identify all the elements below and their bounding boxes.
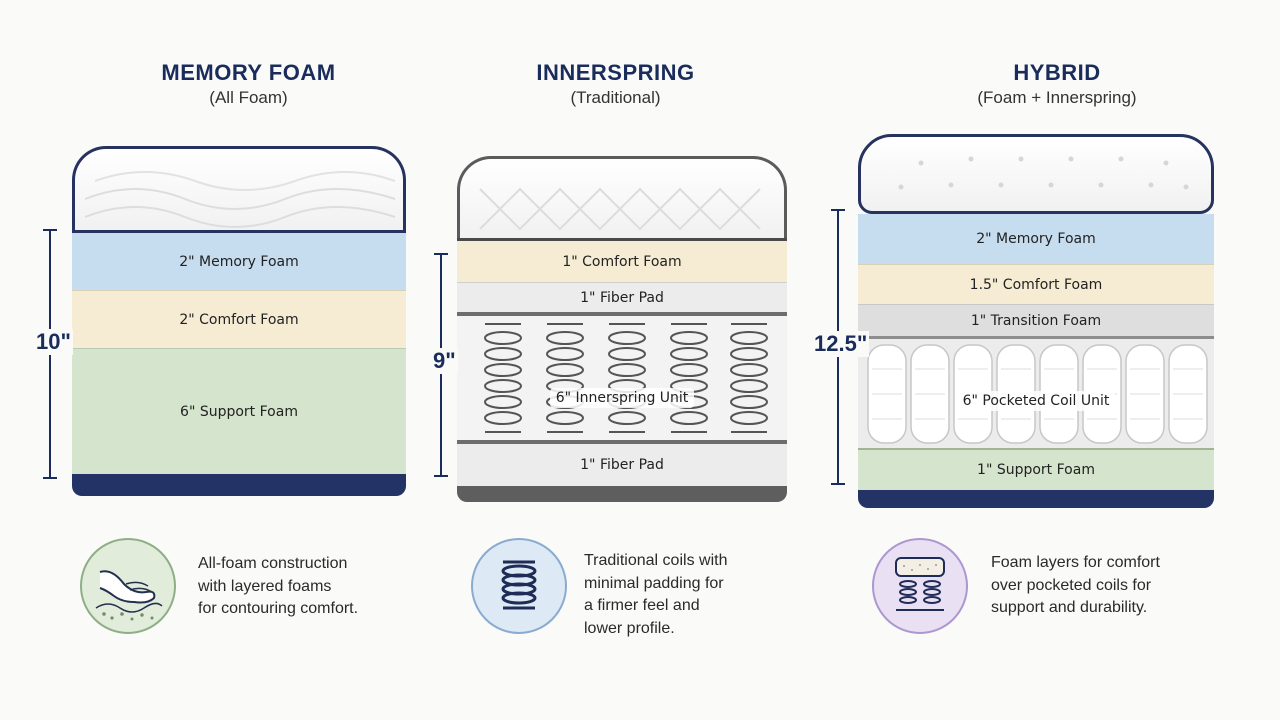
hybrid-base [858, 490, 1214, 508]
foam-over-coils-icon [872, 538, 968, 634]
description-line: support and durability. [991, 597, 1160, 620]
hybrid-column: HYBRID (Foam + Innerspring) 2" Memory Fo… [854, 0, 1280, 720]
hybrid-title: HYBRID [854, 60, 1260, 86]
description-line: minimal padding for [584, 573, 727, 596]
layer-fiber-pad: 1" Fiber Pad [457, 444, 787, 486]
tufted-pattern [861, 137, 1214, 214]
description-line: Traditional coils with [584, 550, 727, 573]
innerspring-coils [457, 316, 787, 440]
layer-label: 6" Pocketed Coil Unit [957, 391, 1116, 411]
memory-foam-description: All-foam construction with layered foams… [198, 553, 358, 621]
pocketed-coil-unit: 6" Pocketed Coil Unit [858, 336, 1214, 448]
hand-pressing-foam-icon [80, 538, 176, 634]
description-line: for contouring comfort. [198, 598, 358, 621]
innerspring-coil-unit: 6" Innerspring Unit [457, 312, 787, 444]
layer-memory-foam: 2" Memory Foam [858, 214, 1214, 264]
layer-transition-foam: 1" Transition Foam [858, 304, 1214, 336]
layer-innerspring-unit: 6" Innerspring Unit [457, 390, 787, 406]
description-line: with layered foams [198, 576, 358, 599]
layer-support-foam: 6" Support Foam [72, 348, 406, 474]
memory-foam-quilted-top [72, 146, 406, 230]
height-label: 9" [431, 348, 458, 374]
layer-comfort-foam: 1.5" Comfort Foam [858, 264, 1214, 304]
layer-support-foam: 1" Support Foam [858, 448, 1214, 490]
description-line: lower profile. [584, 618, 727, 641]
coil-spring-icon [471, 538, 567, 634]
description-line: All-foam construction [198, 553, 358, 576]
layer-comfort-foam: 2" Comfort Foam [72, 290, 406, 348]
hybrid-pillow-top [858, 134, 1214, 214]
height-label: 10" [34, 329, 73, 355]
layer-fiber-pad: 1" Fiber Pad [457, 282, 787, 312]
memory-foam-subtitle: (All Foam) [55, 88, 442, 108]
innerspring-description: Traditional coils with minimal padding f… [584, 550, 727, 640]
description-line: Foam layers for comfort [991, 552, 1160, 575]
hybrid-description: Foam layers for comfort over pocketed co… [991, 552, 1160, 620]
height-label: 12.5" [812, 331, 869, 357]
memory-foam-column: MEMORY FOAM (All Foam) 2" Memory Foam 2"… [0, 0, 427, 720]
layer-pocketed-coil-unit: 6" Pocketed Coil Unit [858, 393, 1214, 409]
layer-memory-foam: 2" Memory Foam [72, 230, 406, 290]
description-line: a firmer feel and [584, 595, 727, 618]
memory-foam-title: MEMORY FOAM [55, 60, 442, 86]
quilt-pattern [460, 159, 787, 238]
hybrid-subtitle: (Foam + Innerspring) [854, 88, 1260, 108]
innerspring-subtitle: (Traditional) [402, 88, 829, 108]
memory-foam-base [72, 474, 406, 496]
innerspring-quilted-top [457, 156, 787, 238]
innerspring-base [457, 486, 787, 502]
description-line: over pocketed coils for [991, 575, 1160, 598]
innerspring-column: INNERSPRING (Traditional) 1" Comfort Foa… [427, 0, 854, 720]
layer-label: 6" Innerspring Unit [550, 388, 695, 408]
layer-comfort-foam: 1" Comfort Foam [457, 238, 787, 282]
quilt-pattern [75, 149, 406, 230]
innerspring-title: INNERSPRING [402, 60, 829, 86]
